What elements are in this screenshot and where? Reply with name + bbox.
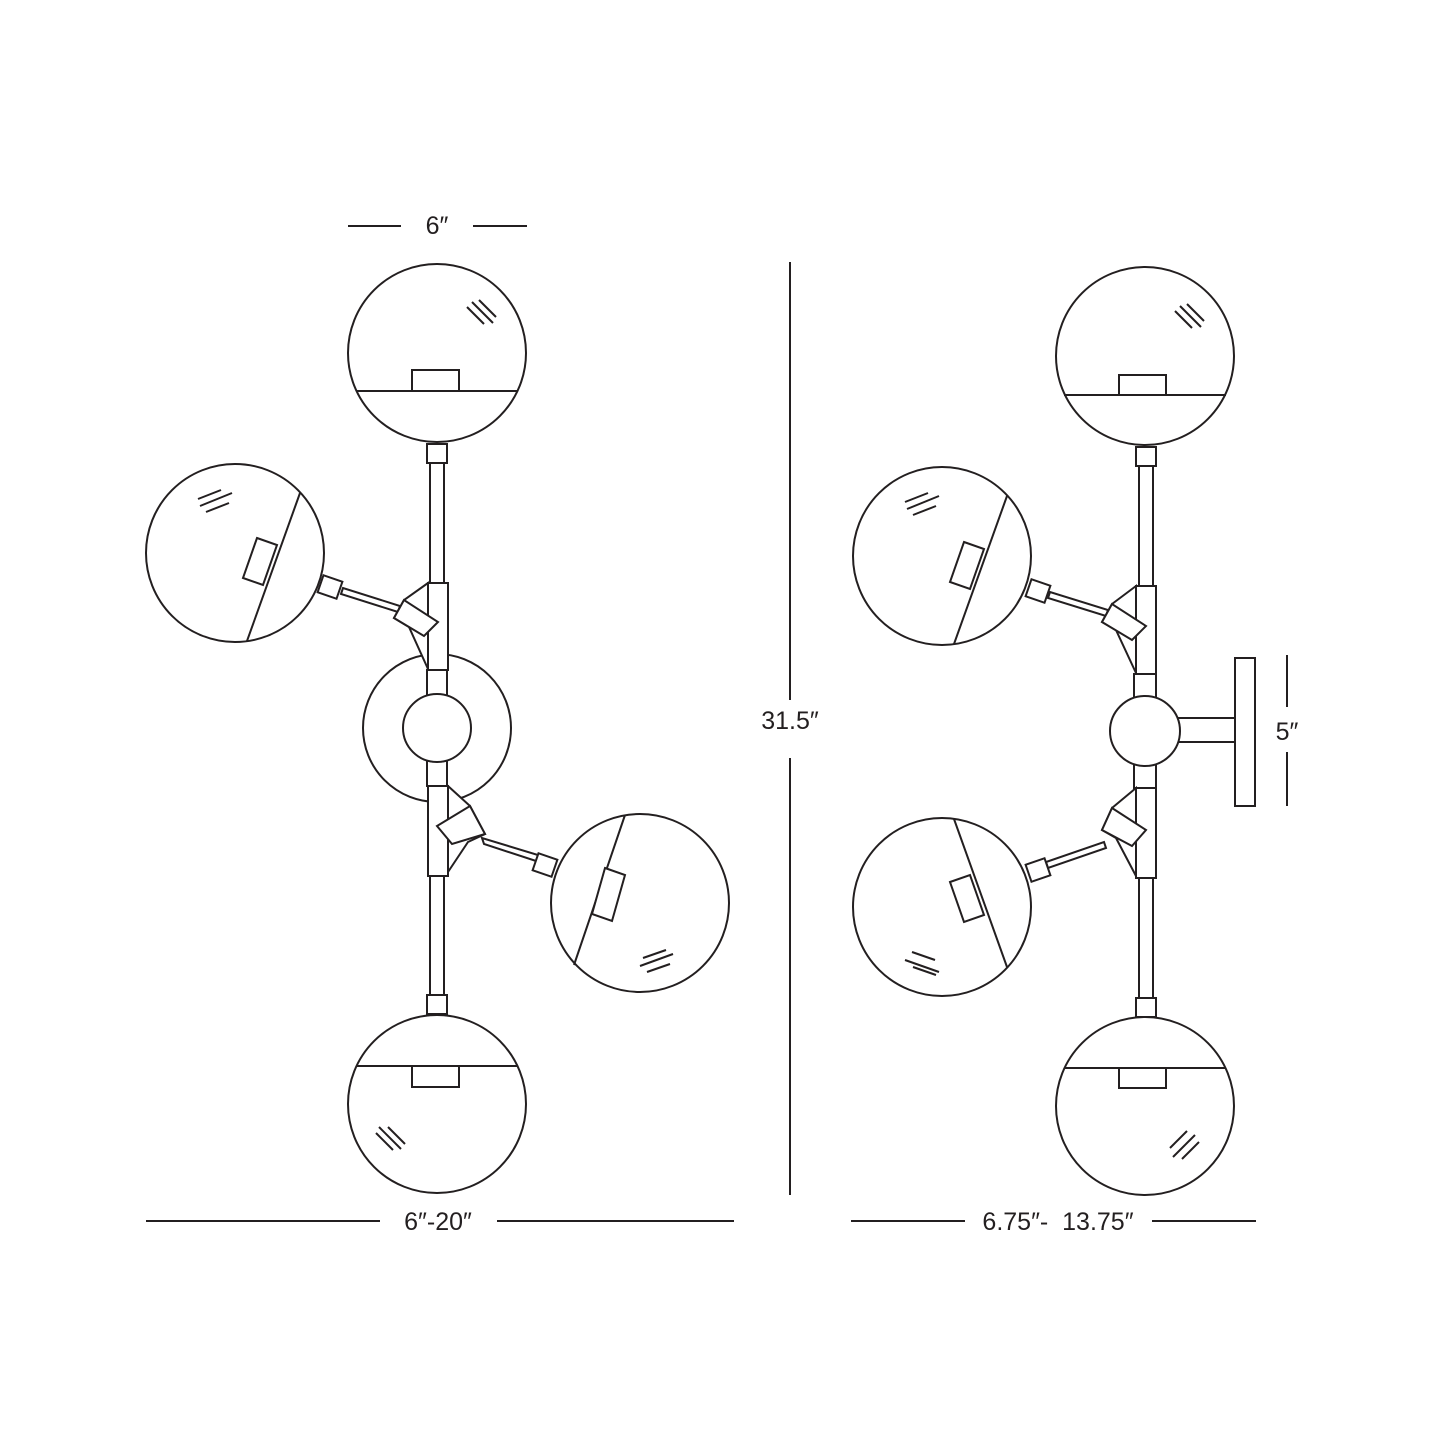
front-arm-upper-left [316,573,440,670]
overall-height-label: 31.5″ [761,707,819,735]
dimension-projection: 6.75″- 13.75″ [851,1208,1256,1236]
side-mount-arm [1174,717,1236,743]
overall-width-label: 6″-20″ [404,1208,472,1236]
globe-width-label: 6″ [426,212,449,240]
side-view [852,266,1256,1196]
backplate-height-label: 5″ [1276,718,1299,746]
side-globe-top [1055,266,1235,446]
side-globe-lower-left [852,817,1032,997]
side-center-hub [1109,695,1181,767]
front-center-hub [402,693,472,763]
side-backplate [1234,657,1256,807]
side-stem [1133,446,1157,1018]
dimension-overall-width: 6″-20″ [146,1208,734,1236]
front-globe-top [347,263,527,443]
dimension-backplate-height: 5″ [1276,655,1299,806]
front-arm-lower-right [435,783,559,879]
dimension-overall-height: 31.5″ [761,262,819,1195]
dimension-globe-width: 6″ [348,212,527,240]
side-arm-lower [1024,785,1148,884]
front-stem [426,443,449,1015]
front-globe-right [550,813,730,993]
front-globe-bottom [347,1014,527,1194]
front-globe-left [145,463,325,643]
side-arm-upper [1024,577,1148,674]
side-globe-upper-left [852,466,1032,646]
side-globe-bottom [1055,1016,1235,1196]
front-view [145,263,730,1194]
projection-label: 6.75″- 13.75″ [982,1208,1133,1236]
